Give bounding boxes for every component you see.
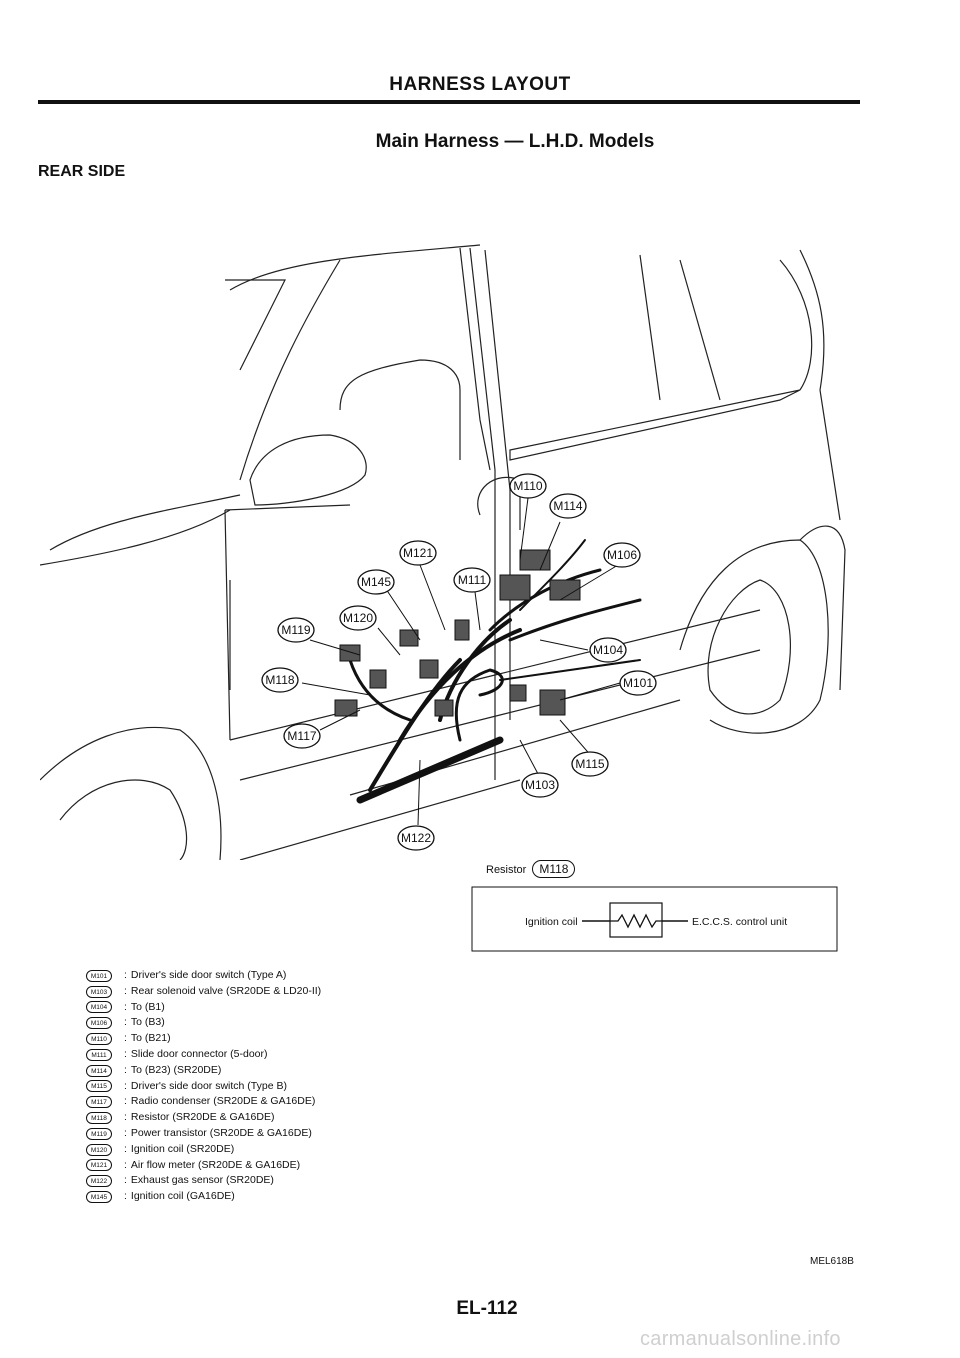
- vehicle-outline: [40, 244, 846, 860]
- legend-text: Air flow meter (SR20DE & GA16DE): [130, 1158, 301, 1171]
- legend-code: M117: [86, 1096, 112, 1109]
- legend-code: M120: [86, 1143, 112, 1156]
- legend-text: Power transistor (SR20DE & GA16DE): [130, 1126, 312, 1139]
- legend-text: Exhaust gas sensor (SR20DE): [130, 1174, 274, 1187]
- legend-item: M104:To (B1): [86, 1000, 321, 1016]
- connector-callout: M101: [619, 670, 657, 696]
- view-side-label: REAR SIDE: [38, 163, 126, 180]
- legend-code: M122: [86, 1175, 112, 1188]
- legend-text: To (B3): [130, 1016, 165, 1029]
- legend-text: Driver's side door switch (Type A): [130, 969, 287, 981]
- legend-code: M118: [86, 1112, 112, 1125]
- title-rule: [38, 100, 860, 104]
- connector-callout: M118: [261, 667, 299, 693]
- connector-label: M117: [287, 729, 316, 743]
- legend-item: M101:Driver's side door switch (Type A): [86, 968, 321, 984]
- section-title: HARNESS LAYOUT: [389, 74, 571, 95]
- legend-item: M118:Resistor (SR20DE & GA16DE): [86, 1110, 321, 1126]
- connector-callout: M120: [339, 605, 377, 631]
- legend-text: Ignition coil (SR20DE): [130, 1142, 235, 1155]
- page-number: EL-112: [456, 1298, 518, 1319]
- connector-callout: M111: [453, 567, 491, 593]
- connector-label: M121: [403, 546, 433, 560]
- legend-item: M119:Power transistor (SR20DE & GA16DE): [86, 1126, 321, 1142]
- legend-text: Driver's side door switch (Type B): [130, 1079, 287, 1092]
- legend-text: Ignition coil (GA16DE): [130, 1190, 235, 1203]
- resistor-label: Resistor: [486, 864, 527, 876]
- legend-text: Radio condenser (SR20DE & GA16DE): [130, 1095, 316, 1108]
- legend-item: M111:Slide door connector (5-door): [86, 1047, 321, 1063]
- legend-item: M110:To (B21): [86, 1031, 321, 1047]
- connector-callout: M103: [521, 772, 559, 798]
- connector-label: M104: [593, 643, 623, 657]
- legend-item: M121:Air flow meter (SR20DE & GA16DE): [86, 1158, 321, 1174]
- legend-code: M114: [86, 1064, 112, 1077]
- legend-item: M115:Driver's side door switch (Type B): [86, 1079, 321, 1095]
- connector-label: M118: [265, 673, 294, 687]
- connector-legend: M101:Driver's side door switch (Type A) …: [86, 968, 321, 1205]
- harness-diagram: M110 M114 M121 M106 M145 M111 M119 M120: [40, 244, 846, 860]
- legend-item: M106:To (B3): [86, 1015, 321, 1031]
- legend-code: M106: [86, 1017, 112, 1030]
- connector-label: M145: [361, 575, 391, 589]
- connector-callout: M114: [549, 493, 587, 519]
- legend-item: M114:To (B23) (SR20DE): [86, 1063, 321, 1079]
- legend-item: M122:Exhaust gas sensor (SR20DE): [86, 1173, 321, 1189]
- legend-code: M111: [86, 1048, 112, 1061]
- legend-code: M115: [86, 1080, 112, 1093]
- legend-text: Slide door connector (5-door): [130, 1047, 268, 1060]
- legend-text: To (B1): [130, 1000, 165, 1013]
- component-blocks: [334, 549, 581, 717]
- connector-callout: M117: [283, 723, 321, 749]
- connector-label: M115: [575, 757, 604, 771]
- connector-callout: M122: [397, 825, 435, 851]
- resistor-zigzag: [610, 913, 662, 929]
- connector-label: M120: [343, 611, 373, 625]
- legend-text: Resistor (SR20DE & GA16DE): [130, 1111, 275, 1124]
- connector-callout: M145: [357, 569, 395, 595]
- resistor-symbol-box: [609, 902, 663, 938]
- connector-callout: M121: [399, 540, 437, 566]
- connector-callout: M119: [277, 617, 315, 643]
- legend-code: M119: [86, 1127, 112, 1140]
- connector-label: M119: [281, 623, 310, 637]
- page-subtitle: Main Harness — L.H.D. Models: [375, 131, 655, 152]
- legend-code: M103: [86, 985, 112, 998]
- connector-label: M101: [623, 676, 653, 690]
- harness-bundle: [348, 539, 642, 804]
- connector-callout: M115: [571, 751, 609, 777]
- legend-text: To (B23) (SR20DE): [130, 1063, 222, 1076]
- figure-code: MEL618B: [810, 1256, 854, 1267]
- legend-code: M104: [86, 1001, 112, 1014]
- connector-label: M114: [553, 499, 582, 513]
- circuit-left-label: Ignition coil: [525, 916, 578, 928]
- circuit-right-label: E.C.C.S. control unit: [692, 916, 787, 928]
- connector-label: M122: [401, 831, 431, 845]
- legend-text: To (B21): [130, 1032, 171, 1045]
- connector-callout: M104: [589, 637, 627, 663]
- resistor-connector: M118: [532, 860, 576, 878]
- legend-code: M145: [86, 1191, 112, 1204]
- connector-callout: M110: [509, 473, 547, 499]
- legend-text: Rear solenoid valve (SR20DE & LD20-II): [130, 984, 322, 997]
- connector-label: M103: [525, 778, 555, 792]
- legend-item: M103:Rear solenoid valve (SR20DE & LD20-…: [86, 984, 321, 1000]
- legend-code: M121: [86, 1159, 112, 1172]
- legend-item: M117:Radio condenser (SR20DE & GA16DE): [86, 1094, 321, 1110]
- legend-item: M145:Ignition coil (GA16DE): [86, 1189, 321, 1205]
- legend-code: M110: [86, 1033, 112, 1046]
- connector-label: M110: [513, 479, 542, 493]
- legend-item: M120:Ignition coil (SR20DE): [86, 1142, 321, 1158]
- connector-callout: M106: [603, 542, 641, 568]
- resistor-circuit-box: Ignition coil E.C.C.S. control unit: [471, 886, 838, 952]
- connector-label: M111: [458, 573, 487, 587]
- connector-callouts: M110 M114 M121 M106 M145 M111 M119 M120: [261, 473, 657, 851]
- watermark: carmanualsonline.info: [640, 1328, 841, 1350]
- connector-label: M106: [607, 548, 637, 562]
- resistor-callout: Resistor M118: [486, 860, 576, 878]
- legend-code: M101: [86, 969, 112, 982]
